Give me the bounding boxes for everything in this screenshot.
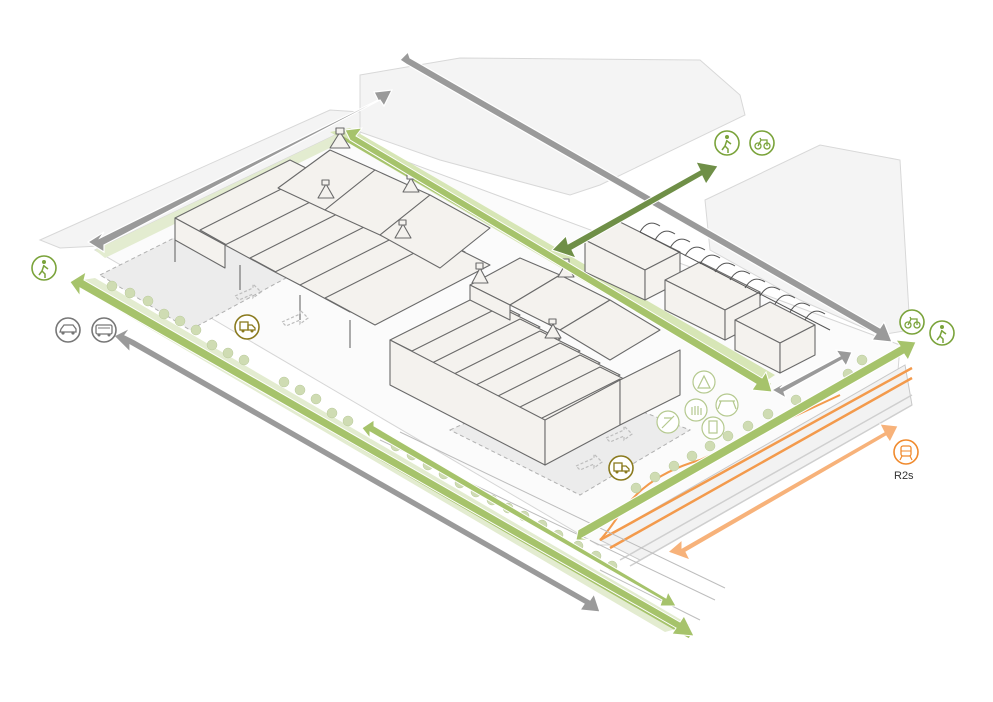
bicycle-icon (900, 310, 924, 334)
rail-line-label: R2s (894, 470, 914, 482)
car-icon (56, 318, 80, 342)
tree-planting-icon (693, 371, 715, 393)
train-icon (894, 440, 918, 464)
picnic-table-icon (716, 394, 738, 416)
drink-icon (702, 417, 724, 439)
bus-icon (92, 318, 116, 342)
pedestrian-icon (32, 256, 56, 280)
bicycle-icon (750, 131, 774, 155)
pedestrian-icon (715, 131, 739, 155)
pedestrian-icon (930, 321, 954, 345)
hand-icon (685, 399, 707, 421)
delivery-truck-icon (235, 315, 259, 339)
playground-icon (657, 411, 679, 433)
delivery-truck-icon (609, 456, 633, 480)
